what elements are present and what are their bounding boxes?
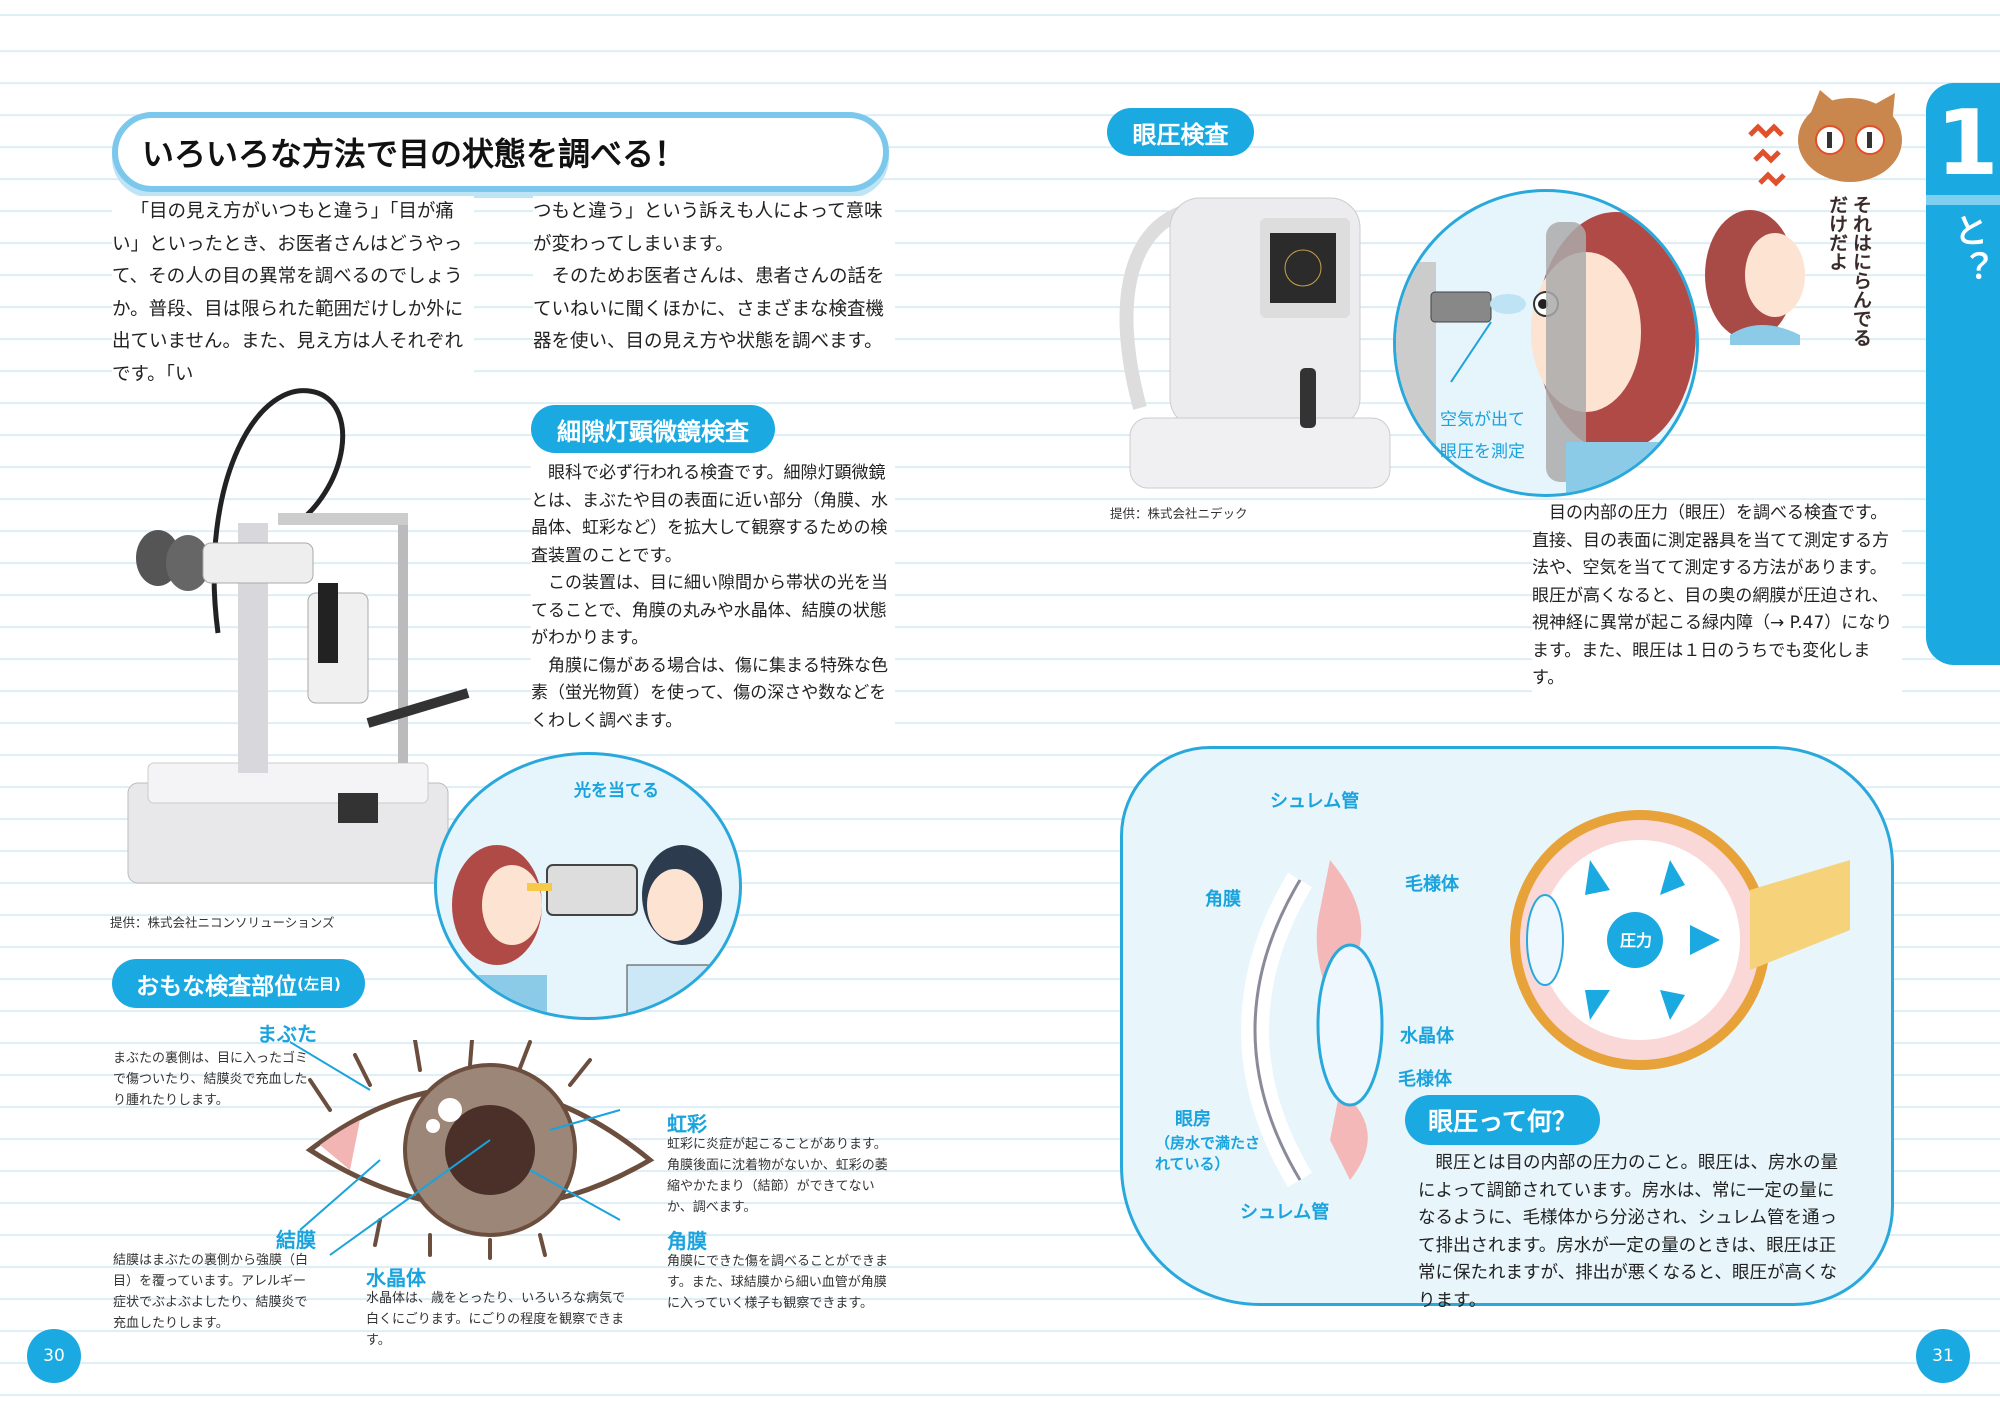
label-cornea: 角膜 <box>1205 889 1241 910</box>
page-number-left: 30 <box>27 1329 81 1383</box>
slit-lamp-text: 眼科で必ず行われる検査です。細隙灯顕微鏡とは、まぶたや目の表面に近い部分（角膜、… <box>531 460 895 735</box>
intro-right: つもと違う」という訴えも人によって意味が変わってしまいます。 そのためお医者さん… <box>533 196 895 359</box>
part-text-cornea: 角膜にできた傷を調べることができます。また、球結膜から細い血管が角膜に入っていく… <box>667 1254 889 1311</box>
heading-text: おもな検査部位 <box>136 973 298 1000</box>
page-number-right: 31 <box>1916 1329 1970 1383</box>
tonometer-caption: 提供：株式会社ニデック <box>1110 506 1248 521</box>
label-ciliary-top: 毛様体 <box>1405 874 1459 895</box>
bubble-text-2: 眼圧を測定 <box>1440 442 1525 462</box>
slit-lamp-caption: 提供：株式会社ニコンソリューションズ <box>110 915 335 930</box>
part-label-conjunctiva: 結膜 <box>276 1228 316 1252</box>
label-chamber: 眼房 <box>1175 1109 1211 1130</box>
label-pressure: 圧力 <box>1620 931 1653 950</box>
part-text-eyelid: まぶたの裏側は、目に入ったゴミで傷ついたり、結膜炎で充血したり腫れたりします。 <box>113 1051 309 1108</box>
intro-left: 「目の見え方がいつもと違う」「目が痛い」といったとき、お医者さんはどうやって、そ… <box>112 196 474 391</box>
paragraph: この装置は、目に細い隙間から帯状の光を当てることで、角膜の丸みや水晶体、結膜の状… <box>531 573 888 648</box>
part-label-cornea: 角膜 <box>667 1229 707 1253</box>
heading-sub: (左目) <box>297 975 341 993</box>
illustration-label: 光を当てる <box>574 781 659 801</box>
eye-pressure-text: 眼圧とは目の内部の圧力のこと。眼圧は、房水の量によって調節されています。房水は、… <box>1418 1153 1838 1311</box>
label-chamber-sub: （房水で満たされている） <box>1155 1134 1261 1173</box>
part-text-conjunctiva: 結膜はまぶたの裏側から強膜（白目）を覆っています。アレルギー症状でぶよぶよしたり… <box>113 1253 309 1331</box>
page-title: いろいろな方法で目の状態を調べる！ <box>112 112 889 192</box>
intro-paragraph: そのためお医者さんは、患者さんの話をていねいに聞くほかに、さまざまな検査機器を使… <box>533 266 885 352</box>
chapter-number: 1 <box>1936 91 1999 196</box>
cat-and-girl-illustration <box>1705 90 1902 345</box>
part-text-iris: 虹彩に炎症が起こることがあります。角膜後面に沈着物がないか、虹彩の萎縮やかたまり… <box>667 1137 888 1215</box>
label-lens: 水晶体 <box>1400 1026 1454 1047</box>
slit-lamp-photo <box>127 388 470 884</box>
tonometry-text: 目の内部の圧力（眼圧）を調べる検査です。直接、目の表面に測定器具を当てて測定する… <box>1532 500 1902 693</box>
bubble-text-1: 空気が出て <box>1440 410 1525 430</box>
tab-divider <box>1926 195 2000 205</box>
label-ciliary-bottom: 毛様体 <box>1398 1069 1452 1090</box>
paragraph: 眼科で必ず行われる検査です。細隙灯顕微鏡とは、まぶたや目の表面に近い部分（角膜、… <box>531 463 888 566</box>
section-heading-tonometry: 眼圧検査 <box>1107 108 1254 156</box>
chapter-tab[interactable]: 1 〝見る〟ってどんなこと？ <box>1926 83 2000 665</box>
label-schlemm-bottom: シュレム管 <box>1240 1202 1330 1223</box>
tonometry-illustration <box>1393 189 1699 497</box>
section-heading-eye-pressure: 眼圧って何？ <box>1405 1095 1600 1145</box>
cat-speech-text: それはにらんでるだけだよ <box>1826 195 1872 347</box>
slit-lamp-illustration <box>434 752 742 1020</box>
part-text-lens: 水晶体は、歳をとったり、いろいろな病気で白くにごります。にごりの程度を観察できま… <box>366 1291 626 1348</box>
label-schlemm-top: シュレム管 <box>1270 791 1360 812</box>
section-heading-slit-lamp: 細隙灯顕微鏡検査 <box>531 405 775 453</box>
part-label-iris: 虹彩 <box>667 1112 707 1136</box>
part-label-eyelid: まぶた <box>257 1022 317 1046</box>
eye-cross-section-diagram <box>1241 810 1850 1188</box>
eye-illustration <box>290 1040 655 1260</box>
intro-paragraph: 「目の見え方がいつもと違う」「目が痛い」といったとき、お医者さんはどうやって、そ… <box>112 201 464 385</box>
section-heading-parts: おもな検査部位(左目) <box>112 959 365 1008</box>
part-label-lens: 水晶体 <box>366 1266 426 1290</box>
paragraph: 角膜に傷がある場合は、傷に集まる特殊な色素（蛍光物質）を使って、傷の深さや数など… <box>531 655 888 731</box>
tonometer-photo <box>1119 197 1391 489</box>
paragraph: 目の内部の圧力（眼圧）を調べる検査です。直接、目の表面に測定器具を当てて測定する… <box>1532 503 1893 688</box>
intro-paragraph: つもと違う」という訴えも人によって意味が変わってしまいます。 <box>533 201 883 255</box>
chapter-title: 〝見る〟ってどんなこと？ <box>1948 213 2000 593</box>
